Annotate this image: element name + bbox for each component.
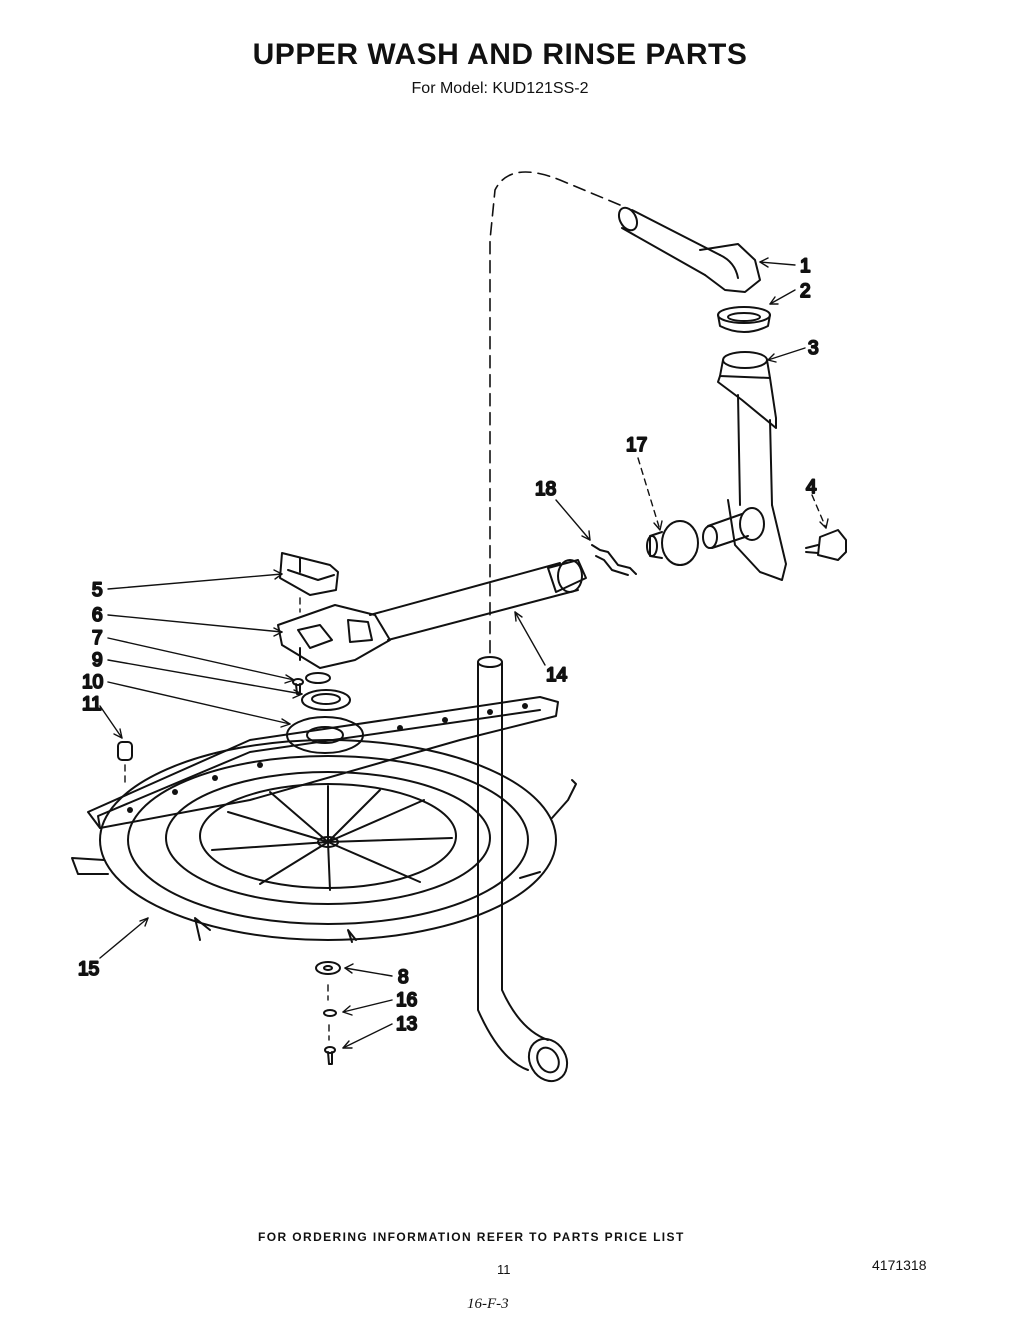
washer-part-8 [315,961,341,975]
clip-part-18 [591,544,637,576]
callout-10: 10 [82,672,103,693]
hub-cover-part-5 [279,552,339,596]
callout-13: 13 [396,1014,417,1035]
callout-18: 18 [535,479,556,500]
vertical-supply-pipe [477,656,569,1083]
leader-lines [99,257,829,1049]
seal-ring-part-2 [717,306,771,333]
rack-grille-part-15 [71,739,577,943]
cap-part-4 [805,529,847,561]
upper-feed-tube [617,206,761,293]
screw-part-13 [324,1046,336,1065]
model-subtitle: For Model: KUD121SS-2 [411,80,589,97]
callout-9: 9 [92,650,103,671]
bearing-part-10 [301,689,351,711]
document-number: 4171318 [872,1257,927,1273]
callout-5: 5 [92,580,103,601]
callout-7: 7 [92,628,103,649]
callout-14: 14 [546,665,568,686]
page-number: 11 [497,1262,511,1277]
callout-17: 17 [626,435,647,456]
callout-8: 8 [398,967,409,988]
page-title: UPPER WASH AND RINSE PARTS [252,38,748,71]
manifold-part-3 [702,351,787,581]
dashed-tube-route [489,171,621,656]
callout-3: 3 [808,338,819,359]
callout-16: 16 [396,990,417,1011]
callout-2: 2 [800,281,811,302]
inlet-part-17 [646,520,699,566]
feed-tube-part-14 [369,559,587,641]
callout-6: 6 [92,605,103,626]
handwritten-note: 16-F-3 [467,1296,509,1312]
plug-part-11 [117,741,133,761]
washer-part-16 [323,1009,337,1017]
callout-4: 4 [806,477,817,498]
spray-arm [87,696,559,829]
callout-15: 15 [78,959,99,980]
callout-11: 11 [82,694,102,715]
ordering-info-note: FOR ORDERING INFORMATION REFER TO PARTS … [258,1230,685,1244]
hub-bracket-part-6 [277,604,391,669]
callout-1: 1 [800,256,811,277]
washer-part-9 [305,672,331,684]
